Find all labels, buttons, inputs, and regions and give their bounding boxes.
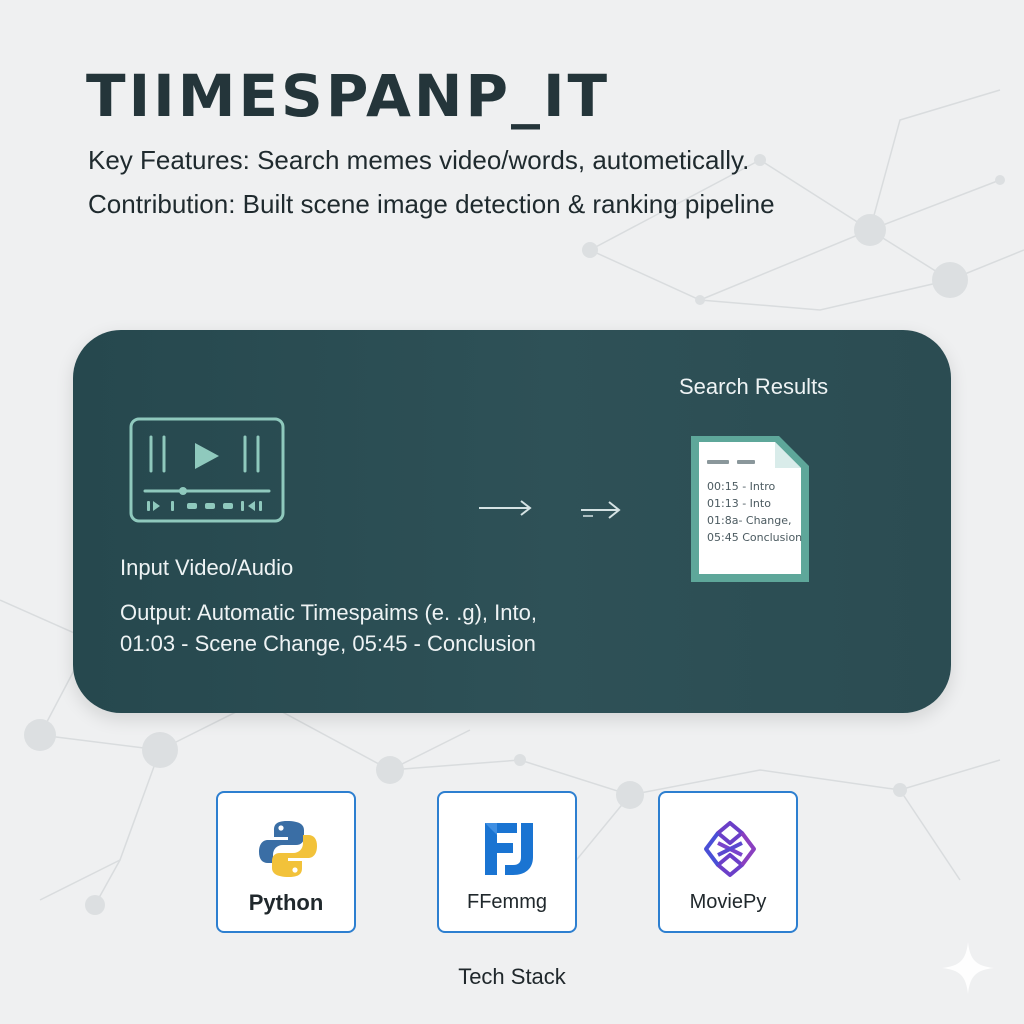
- tech-name: MoviePy: [689, 891, 767, 913]
- result-line: 01:13 - Into: [707, 497, 771, 510]
- tech-card-python: Python: [216, 791, 356, 933]
- result-line: 01:8a- Change,: [707, 514, 792, 527]
- moviepy-logo-icon: [704, 821, 756, 877]
- tech-card-ffmpeg: FFemmg: [437, 791, 577, 933]
- tech-card-moviepy: MoviePy: [658, 791, 798, 933]
- tech-name: FFemmg: [467, 891, 547, 913]
- arrow-right-icon: [479, 500, 532, 516]
- result-line: 05:45 Conclusion: [707, 531, 803, 544]
- app-title: TIIMESPANP_IT: [86, 62, 611, 130]
- pipeline-panel: Input Video/Audio Output: Automatic Time…: [73, 330, 951, 713]
- tech-stack-caption: Tech Stack: [458, 964, 566, 989]
- tech-name: Python: [248, 890, 324, 915]
- output-line-1: Output: Automatic Timespaims (e. .g), In…: [120, 600, 537, 625]
- search-results-title: Search Results: [679, 374, 829, 399]
- result-line: 00:15 - Intro: [707, 480, 776, 493]
- python-logo-icon: [259, 821, 317, 877]
- output-description: Output: Automatic Timespaims (e. .g), In…: [120, 597, 537, 659]
- features-text: Key Features: Search memes video/words, …: [88, 145, 750, 175]
- output-line-2: 01:03 - Scene Change, 05:45 - Conclusion: [120, 631, 536, 656]
- ffmpeg-logo-icon: [485, 823, 533, 875]
- document-icon: [691, 436, 809, 582]
- results-list: 00:15 - Intro 01:13 - Into 01:8a- Change…: [707, 478, 802, 546]
- video-player-icon: [129, 417, 285, 523]
- sparkle-icon: [942, 942, 994, 994]
- input-label: Input Video/Audio: [120, 555, 294, 580]
- results-document: 00:15 - Intro 01:13 - Into 01:8a- Change…: [687, 434, 811, 584]
- arrow-right-icon: [581, 501, 621, 519]
- contribution-text: Contribution: Built scene image detectio…: [88, 189, 775, 219]
